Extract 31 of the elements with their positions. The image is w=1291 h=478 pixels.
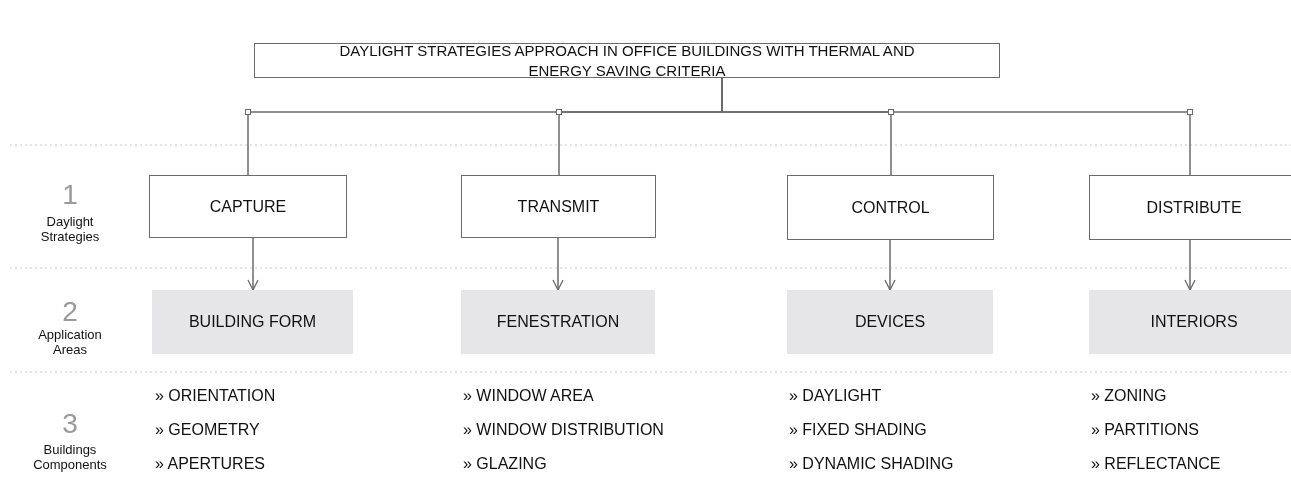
arrow [552,237,564,291]
list-item: » ORIENTATION [155,387,276,405]
list-item: » DAYLIGHT [789,387,882,405]
area-box: DEVICES [787,290,993,354]
arrow [1184,239,1196,291]
list-item: » ZONING [1091,387,1167,405]
list-item: » GLAZING [463,455,547,473]
strategy-box: DISTRIBUTE [1089,175,1291,240]
area-box: INTERIORS [1089,290,1291,354]
list-item: » GEOMETRY [155,421,260,439]
row-number: 2 [61,298,79,326]
list-item: » WINDOW AREA [463,387,594,405]
row-number: 1 [61,181,79,209]
row-label: Buildings Components [32,442,108,472]
arrow [884,239,896,291]
strategy-box: CONTROL [787,175,994,240]
strategy-box: CAPTURE [149,175,347,238]
list-item: » APERTURES [155,455,265,473]
list-item: » DYNAMIC SHADING [789,455,954,473]
area-box: FENESTRATION [461,290,655,354]
list-item: » WINDOW DISTRIBUTION [463,421,664,439]
area-box: BUILDING FORM [152,290,353,354]
row-number: 3 [61,410,79,438]
arrow [247,237,259,291]
list-item: » REFLECTANCE [1091,455,1221,473]
list-item: » FIXED SHADING [789,421,927,439]
strategy-box: TRANSMIT [461,175,656,238]
title-box: DAYLIGHT STRATEGIES APPROACH IN OFFICE BUILDINGS WITH THERMAL AND ENERGY SAVING CRITERIA [254,43,1000,78]
row-label: Application Areas [37,327,103,357]
list-item: » PARTITIONS [1091,421,1199,439]
row-label: Daylight Strategies [39,214,101,244]
